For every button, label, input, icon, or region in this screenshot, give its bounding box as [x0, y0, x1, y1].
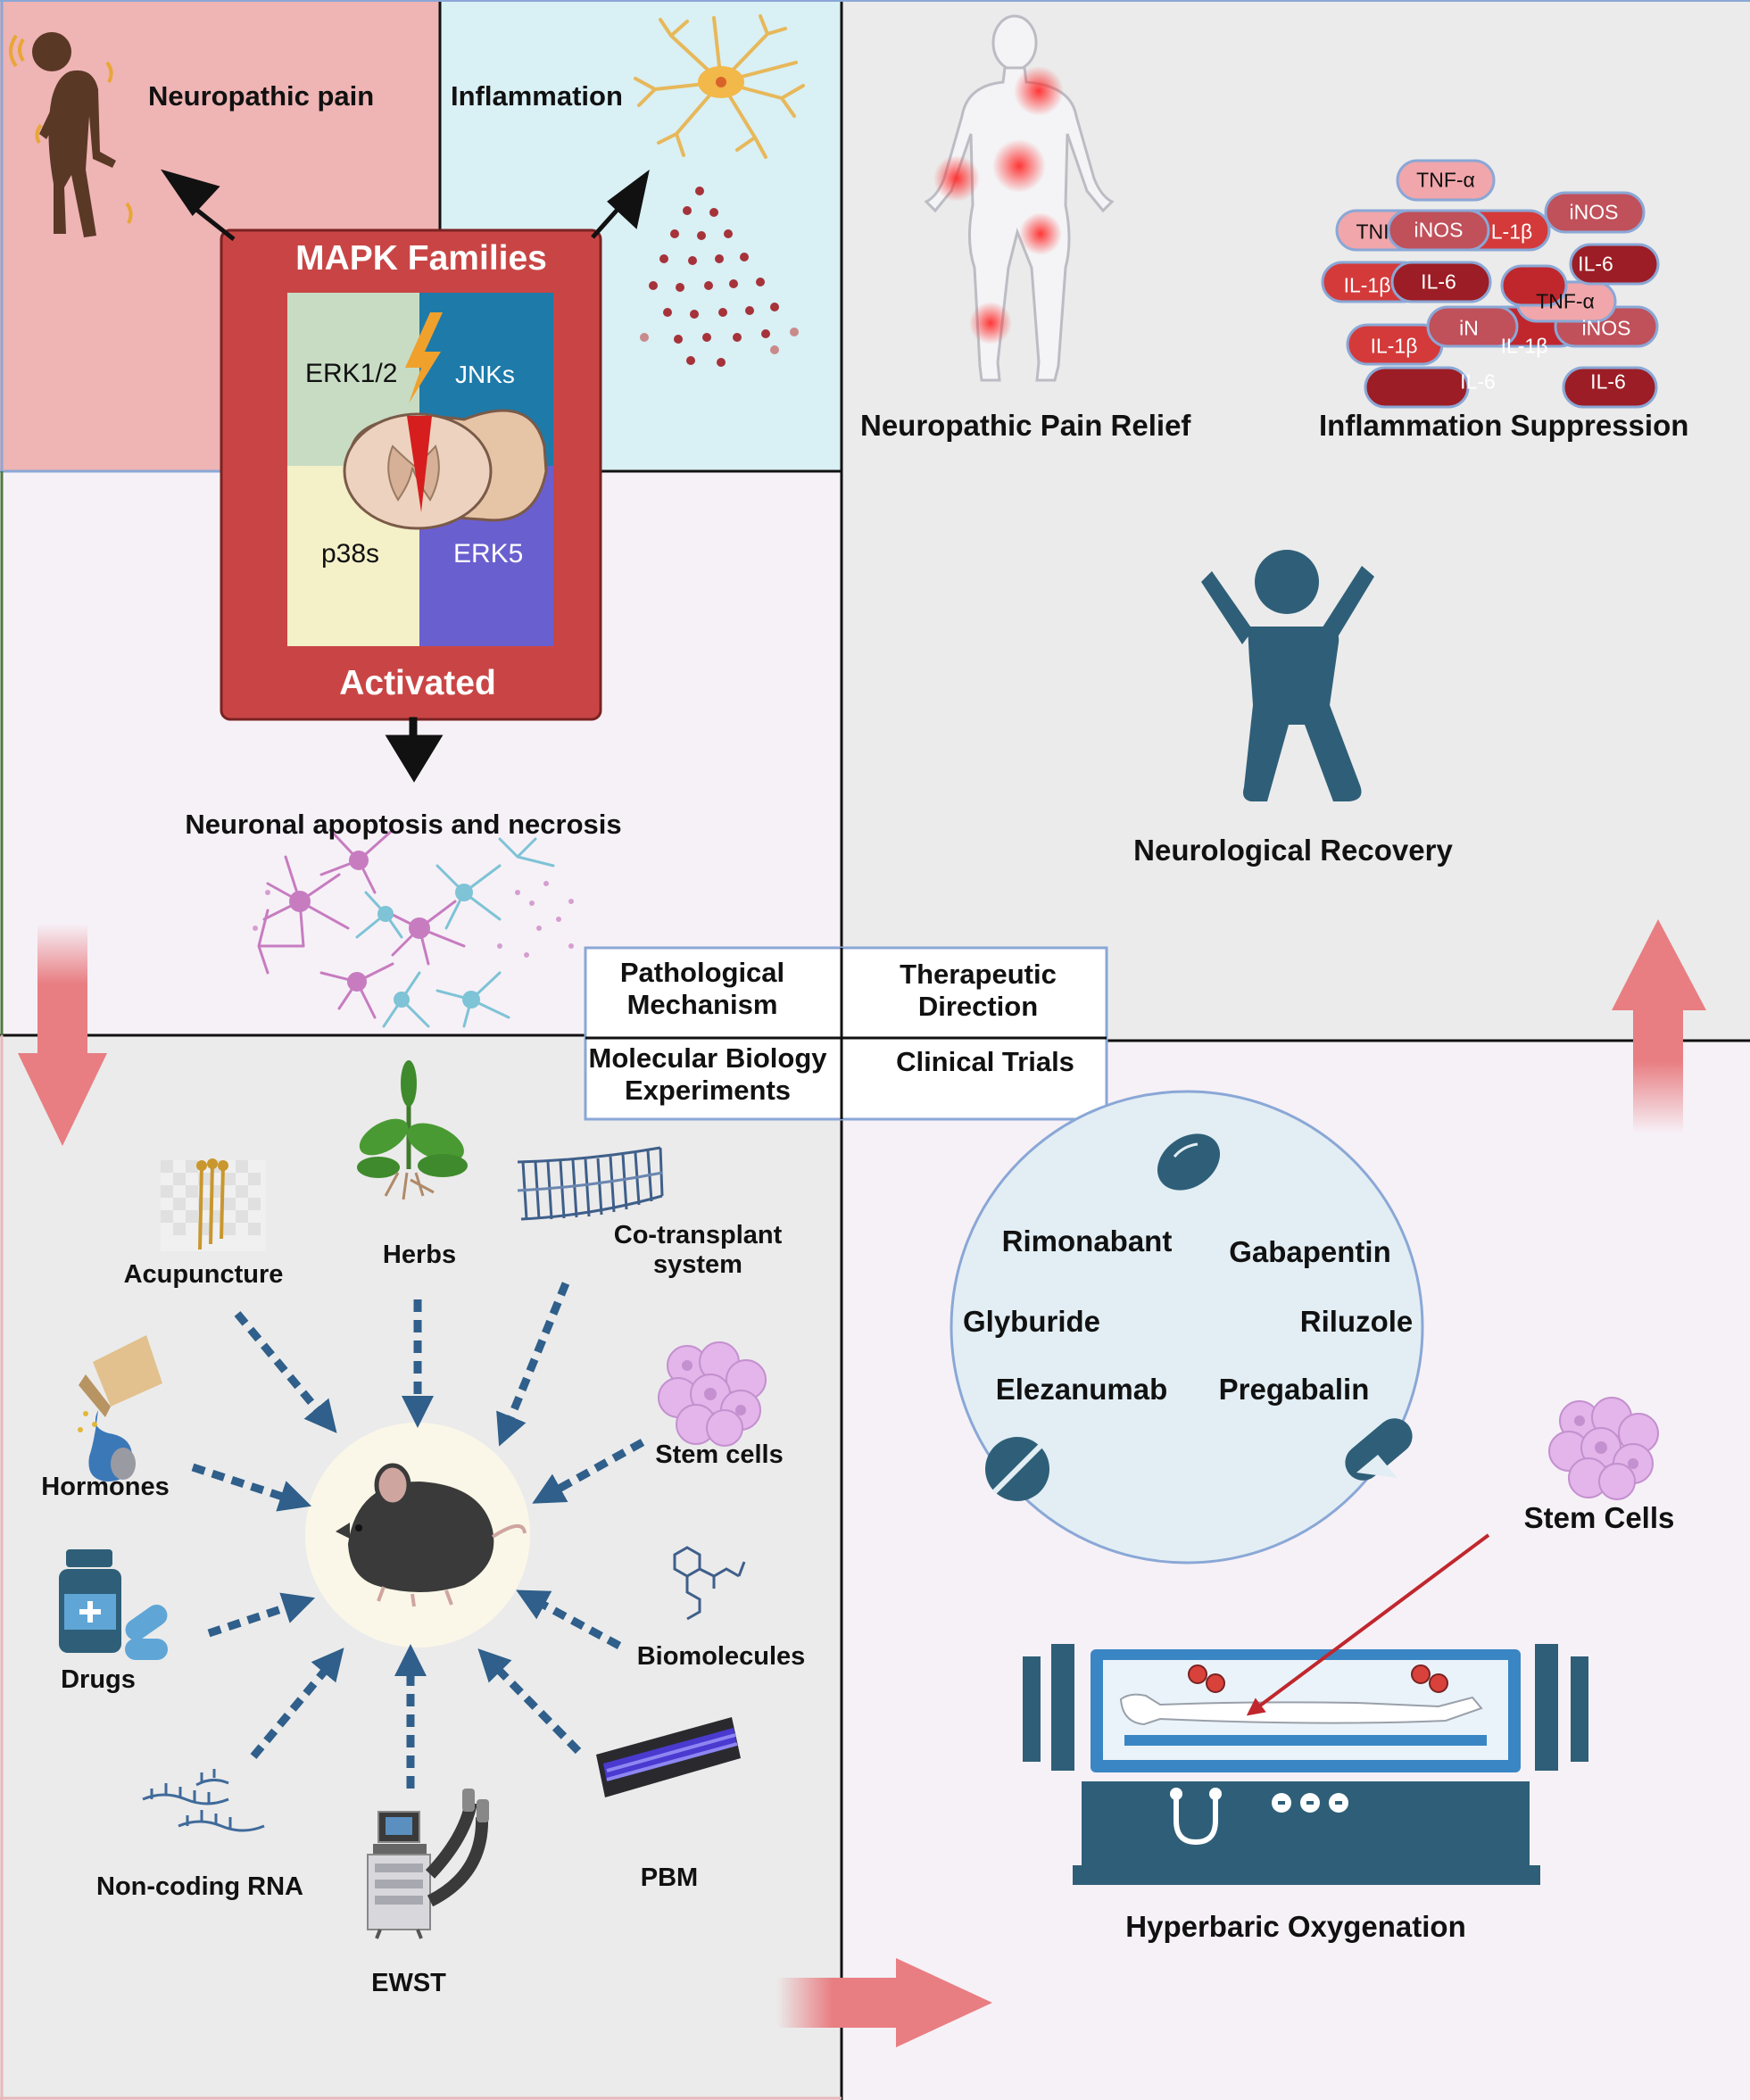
- stem-cell-delivery-arrow: [1246, 1533, 1490, 1716]
- stem-cells-icon: [658, 1341, 767, 1447]
- herbs-label: Herbs: [382, 1241, 457, 1269]
- cytokine-dots-icon: [640, 187, 799, 367]
- cytokine-inos-2: iNOS: [1569, 200, 1619, 224]
- cytokine-il1b-3: IL-1β: [1500, 334, 1548, 358]
- cytokine-inos-3: iNOS: [1581, 316, 1631, 340]
- cytokine-tni: TNI: [1356, 220, 1389, 244]
- drug-riluzole: Riluzole: [1299, 1305, 1414, 1338]
- mouse-icon: [336, 1463, 527, 1607]
- jnks-label: JNKs: [455, 361, 515, 388]
- debris-dots: [253, 881, 574, 958]
- mapk-status: Activated: [339, 664, 496, 702]
- neuropathic-pain-label: Neuropathic pain: [148, 80, 375, 112]
- spinal-cord-icon: [343, 409, 548, 530]
- pbm-label: PBM: [640, 1863, 699, 1892]
- pink-arrow-down: [18, 924, 107, 1146]
- neurons-icon: [257, 828, 555, 1028]
- cytokine-il1b-1: IL-1β: [1343, 273, 1391, 297]
- hyperbaric-label: Hyperbaric Oxygenation: [1125, 1910, 1466, 1943]
- drug-elezanumab: Elezanumab: [995, 1373, 1168, 1406]
- erk12-label: ERK1/2: [305, 359, 398, 388]
- biomolecules-label: Biomolecules: [636, 1642, 806, 1671]
- tablet-icon: [985, 1437, 1049, 1501]
- cytokine-il1b-cut: L-1β: [1490, 220, 1533, 244]
- cytokine-il1b-2: IL-1β: [1370, 334, 1418, 358]
- cytokine-tnf-cut: TNF-α: [1536, 289, 1595, 313]
- pink-arrow-right: [776, 1958, 992, 2047]
- non-coding-rna-label: Non-coding RNA: [96, 1872, 303, 1901]
- stem-cells-right-label: Stem Cells: [1523, 1501, 1675, 1534]
- pbm-device-icon: [596, 1717, 741, 1797]
- pain-spots: [933, 66, 1064, 344]
- inflammation-suppression-label: Inflammation Suppression: [1319, 409, 1689, 442]
- herb-icon: [357, 1060, 468, 1200]
- acupuncture-icon: [161, 1158, 266, 1251]
- pink-arrow-up: [1612, 919, 1706, 1133]
- cytokine-il6-4: IL-6: [1590, 369, 1626, 394]
- p38s-label: p38s: [321, 539, 380, 569]
- cytokine-inos-1: iNOS: [1414, 218, 1464, 242]
- hormones-icon: [78, 1335, 162, 1482]
- drug-glyburide: Glyburide: [962, 1305, 1101, 1338]
- drug-circle: [950, 1090, 1424, 1565]
- cytokine-il6-1: IL-6: [1421, 270, 1456, 294]
- recovery-person-icon: [1201, 550, 1374, 801]
- clinical-trials-label: Clinical Trials: [896, 1046, 1074, 1077]
- drug-pregabalin: Pregabalin: [1218, 1373, 1370, 1406]
- rna-icon: [142, 1769, 265, 1832]
- hormones-label: Hormones: [41, 1473, 170, 1501]
- glial-cell-icon: [634, 14, 805, 159]
- acupuncture-label: Acupuncture: [123, 1260, 284, 1289]
- mapk-title: MAPK Families: [295, 239, 547, 278]
- capsule-oval-icon: [1157, 1133, 1221, 1191]
- drugs-label: Drugs: [61, 1665, 136, 1694]
- cytokine-il6-2: IL-6: [1578, 252, 1613, 276]
- ewst-machine-icon: [367, 1789, 489, 1939]
- hyperbaric-chamber-icon: [1023, 1644, 1588, 1885]
- drug-rimonabant: Rimonabant: [1001, 1224, 1173, 1258]
- erk5-label: ERK5: [453, 539, 524, 569]
- oxygen-molecules-icon: [1188, 1664, 1448, 1693]
- stem-cells-label: Stem cells: [655, 1440, 784, 1469]
- pain-relief-label: Neuropathic Pain Relief: [860, 409, 1191, 442]
- lightning-icon: [405, 312, 443, 403]
- pain-person-icon: [32, 32, 116, 237]
- cytokine-tnf-a: TNF-α: [1416, 168, 1475, 192]
- biomolecule-icon: [673, 1546, 746, 1621]
- center-legend-box: [584, 946, 1108, 1121]
- neuron-bodies: [289, 851, 480, 1008]
- apoptosis-label: Neuronal apoptosis and necrosis: [185, 809, 622, 840]
- pain-marks-icon: [9, 34, 133, 224]
- scaffold-icon: [517, 1146, 664, 1221]
- drug-bottle-icon: [59, 1549, 168, 1660]
- treatment-arrows: [191, 1282, 645, 1789]
- drug-gabapentin: Gabapentin: [1229, 1235, 1391, 1268]
- neurological-recovery-label: Neurological Recovery: [1133, 834, 1453, 867]
- inflammation-label: Inflammation: [451, 80, 623, 112]
- cytokine-inc: iN: [1459, 316, 1479, 340]
- capsule-pill-icon: [1345, 1418, 1413, 1481]
- cytokine-cluster: [1321, 159, 1660, 409]
- ewst-label: EWST: [371, 1969, 446, 1997]
- cytokine-il6-3: IL-6: [1460, 369, 1496, 394]
